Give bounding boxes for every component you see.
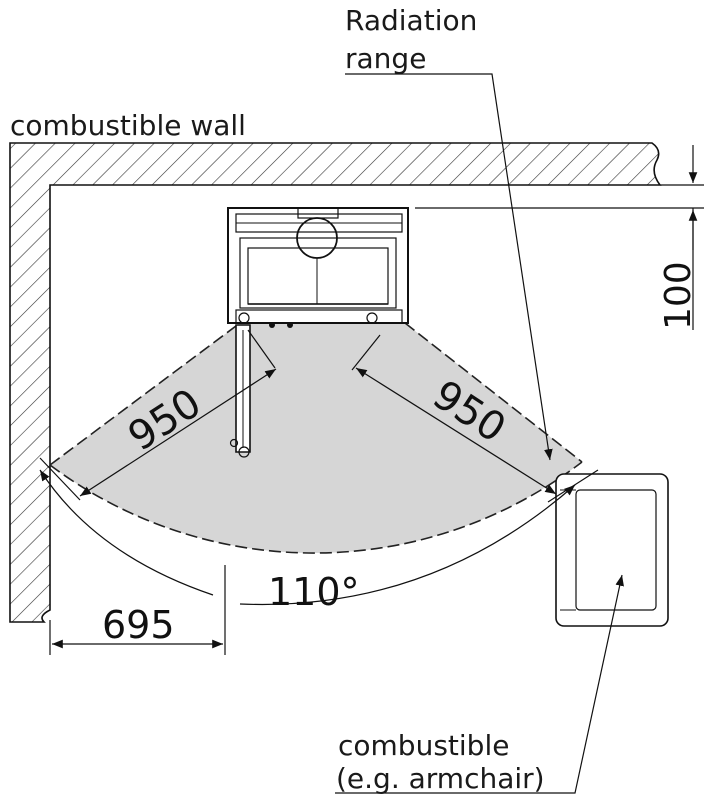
label-dim-100: 100 bbox=[658, 261, 699, 330]
dimension-100 bbox=[415, 145, 704, 330]
label-radiation-line2: range bbox=[345, 42, 426, 75]
leader-radiation-range bbox=[345, 73, 553, 461]
label-angle: 110° bbox=[268, 570, 360, 614]
leader-combustible bbox=[335, 574, 624, 794]
armchair bbox=[555, 473, 669, 627]
label-dim-695: 695 bbox=[102, 603, 175, 647]
combustible-wall bbox=[9, 142, 662, 623]
label-combustible-line2: (e.g. armchair) bbox=[336, 762, 545, 795]
label-combustible-wall: combustible wall bbox=[10, 109, 246, 142]
dimension-695 bbox=[49, 565, 226, 655]
angle-110-arc bbox=[39, 469, 576, 606]
label-combustible-line1: combustible bbox=[338, 729, 509, 762]
label-radiation-line1: Radiation bbox=[345, 4, 477, 37]
dimension-950-left bbox=[39, 329, 277, 501]
